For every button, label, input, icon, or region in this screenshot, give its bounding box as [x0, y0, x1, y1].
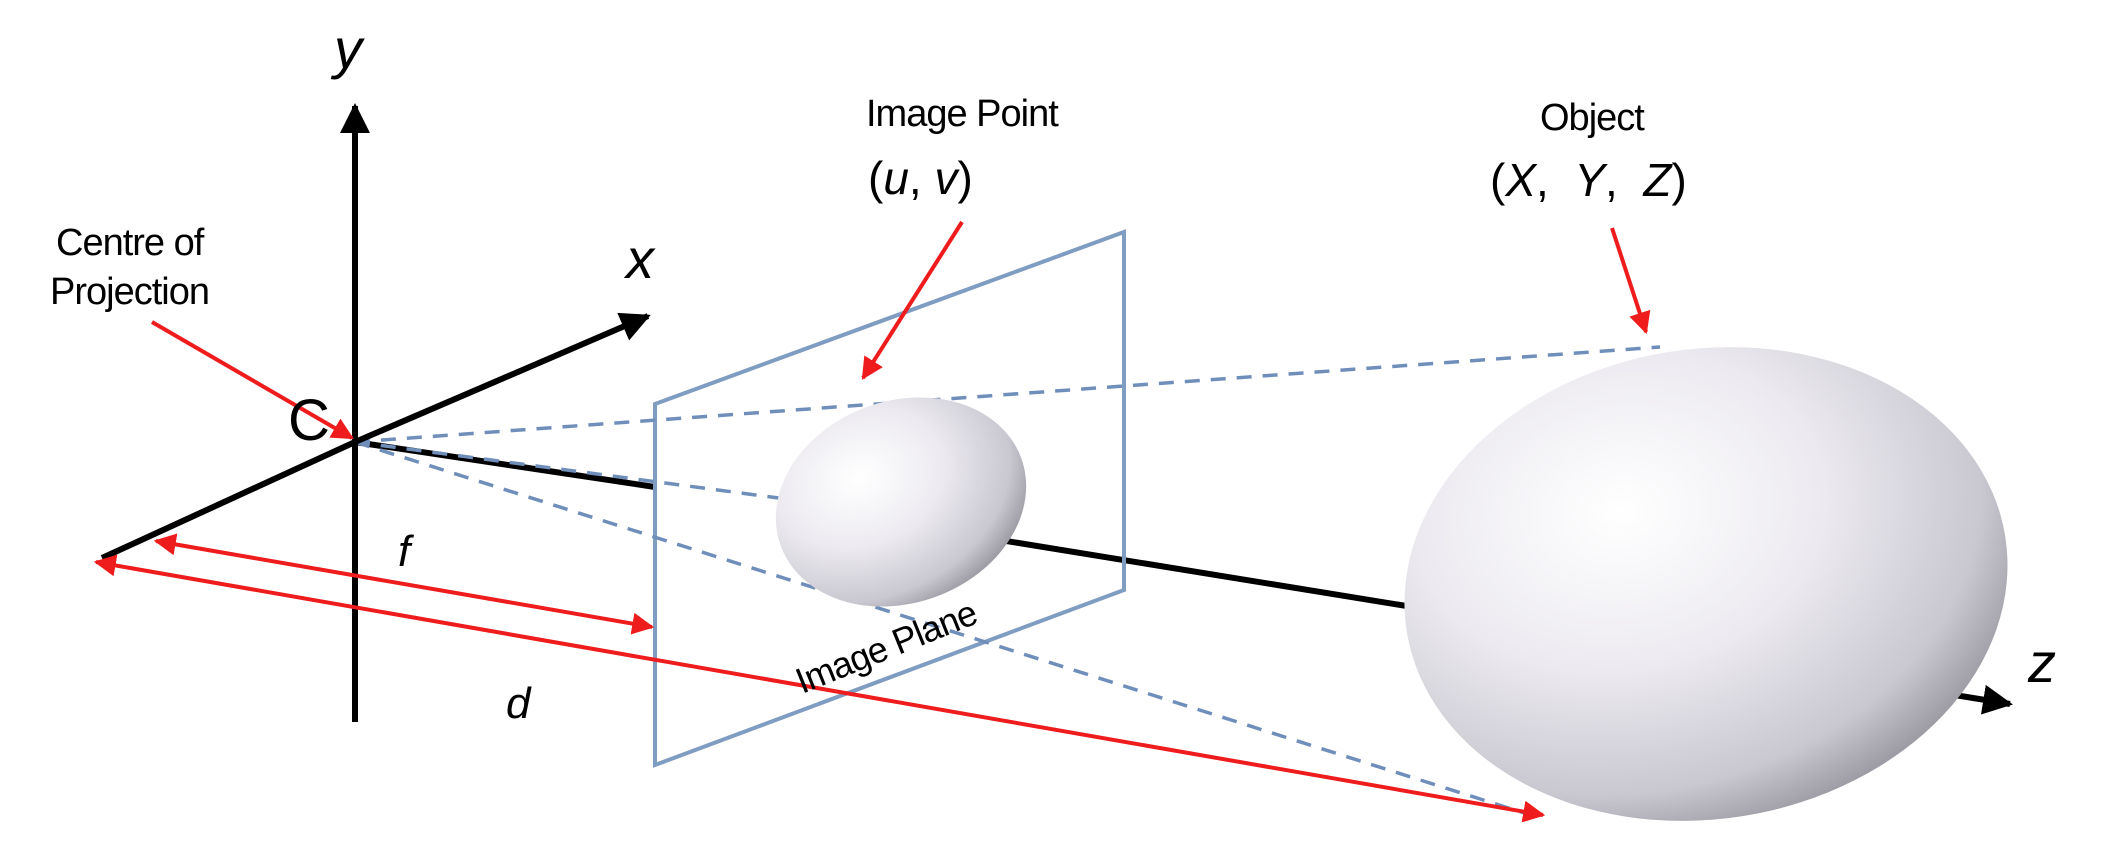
- object-separator-1: ,: [1536, 154, 1574, 206]
- focal-length-label: f: [398, 527, 415, 576]
- object-z: Z: [1642, 154, 1673, 206]
- object-open-paren: (: [1490, 154, 1506, 206]
- centre-caption-line1: Centre of: [56, 222, 205, 264]
- object-separator-2: ,: [1605, 154, 1643, 206]
- image-plane-label: Image Plane: [790, 592, 983, 702]
- centre-caption-line2: Projection: [50, 271, 209, 313]
- image-point-pointer-arrow: [861, 220, 964, 380]
- centre-point-label: C: [288, 388, 330, 453]
- x-axis-label: x: [623, 227, 656, 290]
- image-point-v: v: [934, 152, 960, 204]
- object-distance-arrow: [93, 554, 1546, 823]
- y-axis-label: y: [330, 17, 365, 80]
- z-axis-label: z: [2027, 631, 2056, 694]
- object-title: Object: [1540, 97, 1645, 139]
- object-coords: (X, Y, Z): [1490, 154, 1687, 206]
- object-egg: [1404, 347, 2008, 821]
- image-point-u: u: [883, 152, 909, 204]
- x-axis-negative: [100, 439, 357, 561]
- z-axis-near-segment: [354, 439, 656, 490]
- image-egg: [775, 397, 1027, 607]
- image-point-close-paren: ): [957, 152, 972, 204]
- image-point-coords: (u, v): [868, 152, 973, 204]
- x-axis: [353, 312, 651, 445]
- projection-ray-top: [354, 345, 1661, 444]
- object-y: Y: [1574, 154, 1608, 206]
- image-point-separator: ,: [909, 152, 935, 204]
- image-point-title: Image Point: [866, 93, 1059, 135]
- image-point-open-paren: (: [868, 152, 884, 204]
- object-close-paren: ): [1672, 154, 1687, 206]
- object-distance-label: d: [506, 679, 532, 728]
- object-pointer-arrow: [1610, 227, 1651, 335]
- object-x: X: [1504, 154, 1538, 206]
- centre-pointer-arrow: [150, 320, 354, 440]
